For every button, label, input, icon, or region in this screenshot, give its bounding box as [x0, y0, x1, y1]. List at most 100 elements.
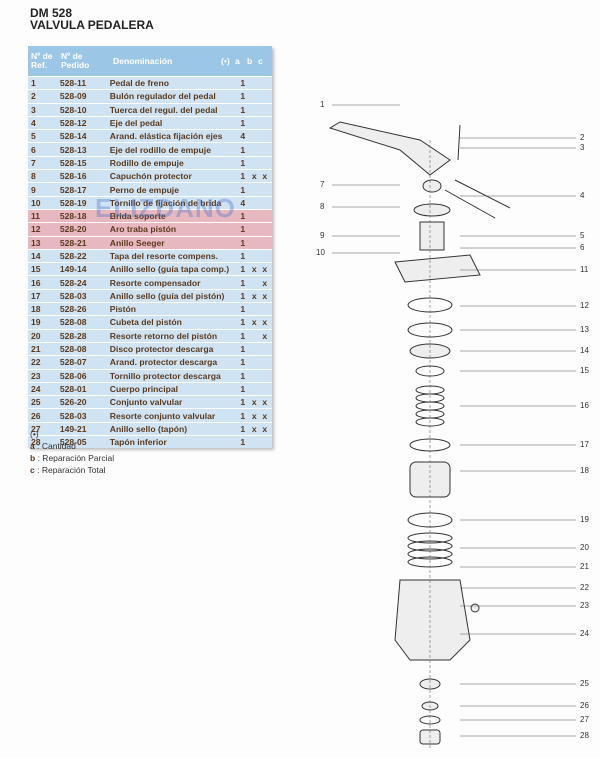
cell: x: [262, 397, 268, 408]
callout-number: 22: [580, 583, 589, 592]
callout-number: 12: [580, 301, 589, 310]
cell: 8: [31, 171, 36, 182]
cell: 1: [240, 304, 246, 315]
cell: 25: [31, 397, 41, 408]
cell: Conjunto valvular: [109, 397, 183, 408]
cell: Resorte retorno del pistón: [109, 330, 218, 341]
cell: Resorte compensador: [109, 277, 201, 288]
cell: 528-18: [59, 211, 87, 222]
legend-c: : Reparación Total: [37, 465, 106, 475]
callout-number: 13: [580, 325, 589, 334]
cell: 15: [31, 264, 41, 275]
cell: 528-03: [59, 410, 87, 421]
axle-part: [454, 179, 511, 209]
callout-number: 6: [580, 243, 585, 252]
cell: 528-28: [59, 330, 87, 341]
cell: 528-03: [59, 290, 87, 301]
cell: Bulón regulador del pedal: [109, 91, 216, 102]
callout-number: 20: [580, 543, 589, 552]
cell: Tapón inferior: [109, 437, 167, 448]
cell: Cubeta del pistón: [109, 317, 182, 328]
cell: Perno de empuje: [109, 184, 179, 195]
doc-code: DM 528: [30, 6, 73, 20]
pin-part: [419, 221, 445, 251]
cell: 528-16: [59, 171, 87, 182]
cell: Resorte conjunto valvular: [109, 410, 216, 421]
roller-part: [422, 179, 442, 193]
legend: (•) a : Cantidad b : Reparación Parcial …: [30, 428, 114, 476]
cell: 528-15: [59, 157, 87, 168]
callout-number: 10: [316, 248, 325, 257]
cell: 528-19: [59, 197, 87, 208]
cell: 2: [31, 91, 36, 102]
callout-number: 24: [580, 629, 589, 638]
cell: 1: [240, 423, 246, 434]
cell: 1: [240, 91, 246, 102]
pedal-part: [328, 121, 451, 176]
parts-table: Nº de Ref. Nº de Pedido Denominación (•)…: [28, 46, 272, 449]
cell: 4: [31, 118, 36, 129]
cell: 24: [31, 383, 41, 394]
cell: 1: [240, 104, 246, 115]
table-row: 9 528-17 Perno de empuje 1: [28, 182, 272, 195]
callout-number: 8: [320, 202, 325, 211]
cell: 7: [31, 157, 36, 168]
callout-number: 21: [580, 562, 589, 571]
cell: 1: [240, 410, 246, 421]
cell: 1: [240, 397, 246, 408]
cell: 528-13: [59, 144, 87, 155]
col-b: b: [247, 56, 253, 66]
cell: 18: [31, 304, 41, 315]
cell: 528-08: [59, 344, 87, 355]
cell: x: [262, 290, 268, 301]
col-denominacion: Denominación: [113, 56, 173, 66]
bolt-part: [457, 124, 461, 161]
cell: Capuchón protector: [109, 171, 192, 182]
cell: Arand. protector descarga: [109, 357, 218, 368]
cell: Disco protector descarga: [109, 344, 214, 355]
cell: 26: [31, 410, 41, 421]
cell: 149-21: [59, 423, 87, 434]
cell: Rodillo de empuje: [109, 157, 184, 168]
callout-number: 7: [320, 180, 325, 189]
cell: 1: [240, 184, 246, 195]
cell: x: [262, 317, 268, 328]
cell: Tornillo de fijación de brida: [109, 197, 222, 208]
cell: Anillo sello (tapón): [109, 423, 188, 434]
cell: Anillo sello (guía del pistón): [109, 290, 225, 301]
cell: 528-24: [59, 277, 87, 288]
cell: 528-11: [59, 78, 87, 89]
cell: 528-17: [59, 184, 87, 195]
cell: 9: [31, 184, 36, 195]
callout-number: 3: [580, 143, 585, 152]
cell: 1: [240, 437, 246, 448]
cell: 16: [31, 277, 41, 288]
cell: 526-20: [59, 397, 87, 408]
callout-number: 23: [580, 601, 589, 610]
cell: 528-09: [59, 91, 87, 102]
callout-number: 11: [580, 265, 589, 274]
cell: x: [251, 317, 257, 328]
cell: 528-01: [59, 383, 87, 394]
cell: 149-14: [59, 264, 87, 275]
legend-mark: (•): [30, 429, 39, 439]
cell: 12: [31, 224, 41, 235]
cell: Cuerpo principal: [109, 383, 179, 394]
